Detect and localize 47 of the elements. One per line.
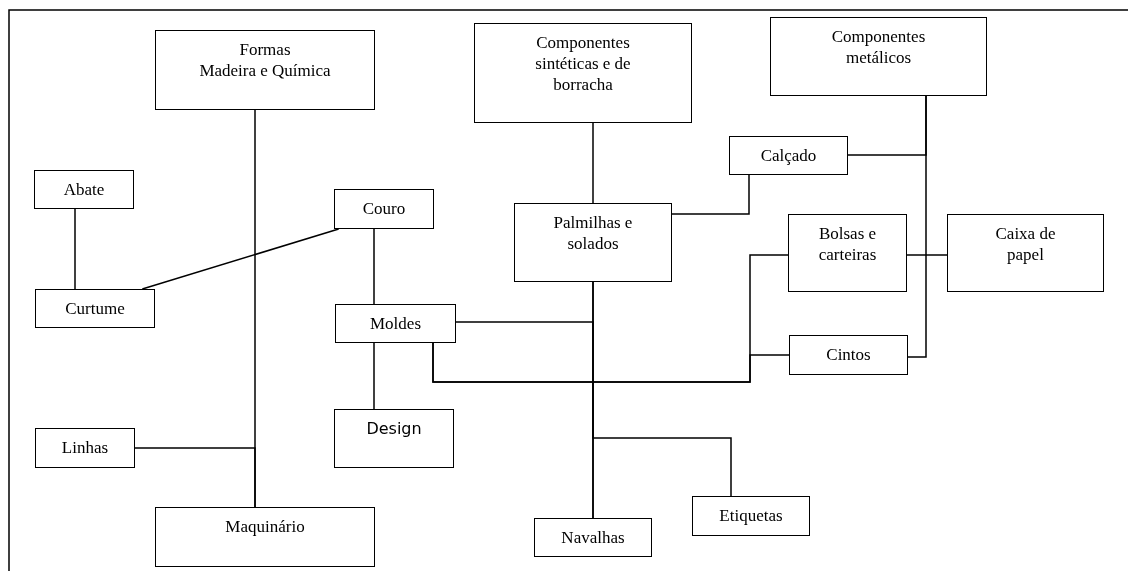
connector-line [455, 321, 594, 519]
box-label: Palmilhas e solados [552, 212, 634, 254]
process-box [474, 23, 692, 123]
box-label: Formas [238, 39, 292, 60]
process-box [155, 30, 375, 110]
process-box [334, 409, 454, 468]
box-label: Madeira e Química [198, 60, 332, 81]
box-label: Componentes metálicos [830, 26, 927, 68]
box-label: Maquinário [224, 516, 306, 537]
connector-line [671, 174, 750, 215]
connector-line [134, 447, 256, 508]
box-label: Design [365, 418, 423, 439]
connector-line [432, 342, 790, 383]
process-box [789, 335, 908, 375]
process-box [534, 518, 652, 557]
process-box [335, 304, 456, 343]
process-box [788, 214, 907, 292]
connector-line [141, 228, 340, 290]
box-label: Linhas [60, 437, 110, 458]
connector-line [592, 281, 732, 497]
process-box [34, 170, 134, 209]
box-label: Navalhas [560, 527, 626, 548]
process-box [35, 289, 155, 328]
connector-line [906, 254, 948, 256]
process-box [35, 428, 135, 468]
connector-line [907, 95, 927, 358]
process-box [155, 507, 375, 567]
process-box [334, 189, 434, 229]
process-box [770, 17, 987, 96]
process-box [514, 203, 672, 282]
process-box [692, 496, 810, 536]
connector-line [373, 342, 375, 410]
box-label: Moldes [369, 313, 422, 334]
connector-line [592, 122, 594, 204]
box-label: Caixa de papel [994, 223, 1057, 265]
box-label: Etiquetas [718, 505, 784, 526]
box-label: Calçado [759, 145, 818, 166]
connector-line [74, 208, 76, 290]
box-label: Abate [62, 179, 106, 200]
process-box [947, 214, 1104, 292]
box-label: Bolsas e carteiras [817, 223, 878, 265]
box-label: Curtume [64, 298, 126, 319]
box-label: Componentes sintéticas e de borracha [534, 32, 632, 95]
connector-line [373, 228, 375, 305]
box-label: Couro [361, 198, 407, 219]
box-label: Cintos [825, 344, 872, 365]
process-box [729, 136, 848, 175]
